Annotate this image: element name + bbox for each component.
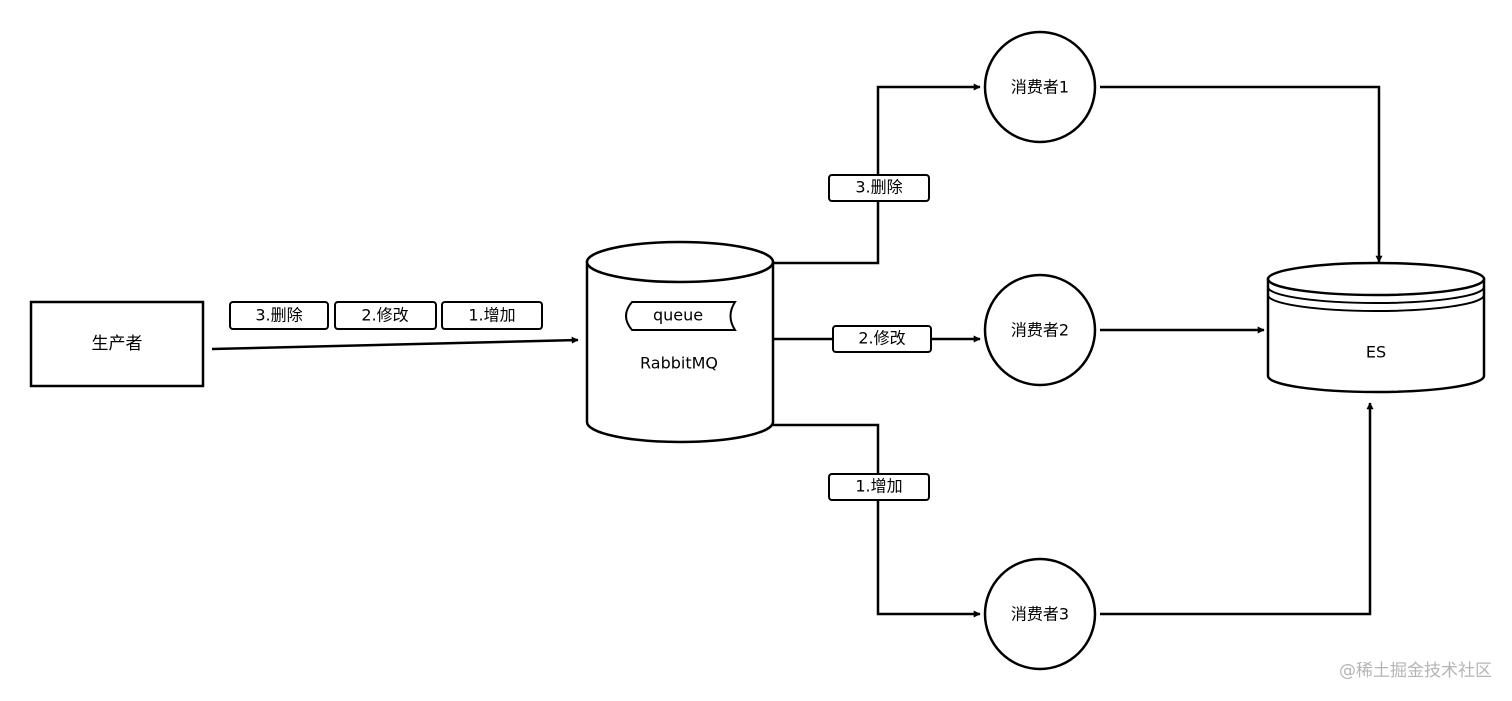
edge-tag-delete: 3.删除 [828, 174, 930, 202]
consumer-3-node: 消费者3 [983, 557, 1097, 671]
message-tag-delete: 3.删除 [229, 301, 329, 330]
edge-tag-delete-label: 3.删除 [855, 178, 902, 197]
consumer3-to-es-arrow [1100, 402, 1374, 616]
message-tag-delete-label: 3.删除 [255, 306, 302, 325]
consumer-2-label: 消费者2 [1011, 321, 1069, 340]
consumer-1-node: 消费者1 [983, 30, 1097, 144]
consumer-2-node: 消费者2 [983, 273, 1097, 387]
es-label: ES [1366, 343, 1386, 362]
consumer1-to-es-arrow [1100, 85, 1383, 263]
message-tag-add-label: 1.增加 [468, 306, 515, 325]
es-storage-node: ES [1266, 261, 1486, 394]
message-tag-update: 2.修改 [334, 301, 437, 330]
watermark-text: @稀土掘金技术社区 [1339, 661, 1492, 681]
producer-message-tags: 3.删除 2.修改 1.增加 [229, 301, 543, 330]
producer-label: 生产者 [92, 334, 143, 354]
consumer-3-label: 消费者3 [1011, 605, 1069, 624]
producer-to-rabbitmq-arrow [211, 336, 579, 351]
queue-label: queue [653, 306, 703, 325]
edge-tag-update-label: 2.修改 [858, 329, 905, 348]
rabbitmq-node: queue RabbitMQ [585, 240, 775, 444]
edge-tag-add: 1.增加 [828, 473, 930, 501]
queue-shape: queue [625, 301, 737, 331]
edge-tag-update: 2.修改 [832, 325, 932, 353]
rabbitmq-to-consumer3-arrow [773, 423, 981, 618]
edge-tag-add-label: 1.增加 [855, 477, 902, 496]
consumer-1-label: 消费者1 [1011, 78, 1069, 97]
message-tag-update-label: 2.修改 [361, 306, 408, 325]
connectors [211, 83, 1383, 618]
producer-node: 生产者 [29, 300, 205, 388]
rabbitmq-label: RabbitMQ [640, 354, 718, 373]
message-tag-add: 1.增加 [441, 301, 543, 330]
